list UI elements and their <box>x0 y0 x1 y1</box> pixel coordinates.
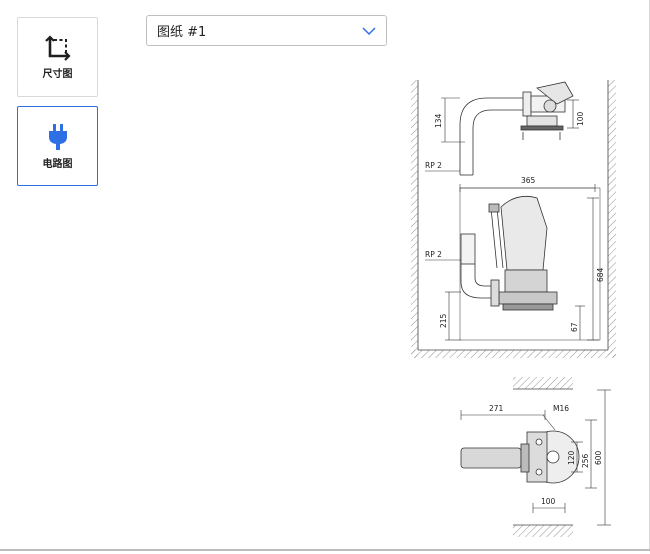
sidebar-item-dimension[interactable]: 尺寸图 <box>17 17 98 97</box>
discharge-pipe-assembly <box>459 81 574 176</box>
pump-body <box>459 187 601 341</box>
dim-600: 600 <box>594 450 603 465</box>
dimension-lines-pump <box>425 184 599 341</box>
plan-pump <box>460 430 580 484</box>
label-rp-mid: RP 2 <box>425 250 442 259</box>
dim-365: 365 <box>521 176 536 185</box>
sidebar-item-label: 电路图 <box>42 158 73 170</box>
dim-215: 215 <box>439 313 448 328</box>
dim-134: 134 <box>434 113 443 128</box>
dim-684: 684 <box>596 267 605 282</box>
pit-walls <box>411 80 616 358</box>
dim-67: 67 <box>570 322 579 332</box>
dim-100-top: 100 <box>576 111 585 126</box>
dim-100-bottom: 100 <box>541 497 556 506</box>
frame-bottom-edge <box>0 549 650 551</box>
dim-120: 120 <box>567 450 576 465</box>
label-rp-top: RP 2 <box>425 161 442 170</box>
plug-icon <box>47 123 69 151</box>
sidebar-item-label: 尺寸图 <box>42 68 73 80</box>
dimension-drawing: 134 100 RP 2 <box>405 70 625 550</box>
plan-walls <box>513 377 573 537</box>
riser-pipe <box>460 233 500 307</box>
dimension-icon <box>44 34 71 61</box>
chevron-down-icon <box>362 21 376 40</box>
dimension-lines-upper <box>425 97 579 172</box>
dimension-lines-plan <box>460 389 611 526</box>
sidebar-item-circuit[interactable]: 电路图 <box>17 106 98 186</box>
dim-271: 271 <box>489 404 504 413</box>
label-m16: M16 <box>553 404 569 413</box>
drawing-select[interactable]: 图纸 #1 <box>146 15 387 46</box>
dim-256: 256 <box>581 453 590 468</box>
drawing-select-value: 图纸 #1 <box>157 25 207 40</box>
